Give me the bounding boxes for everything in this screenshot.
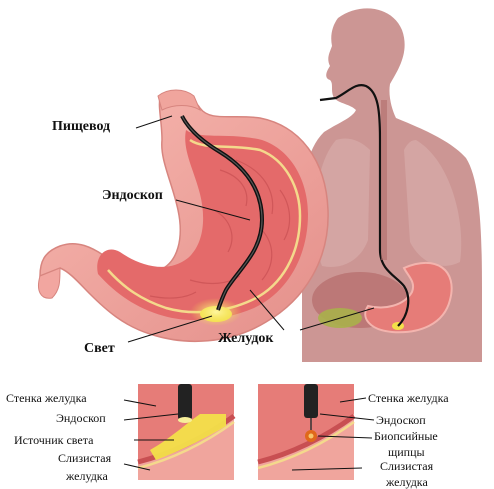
body-silhouette (302, 8, 482, 363)
main-leader-lines (127, 115, 375, 343)
inset-right-mucosa-label-2: желудка (386, 475, 428, 489)
inset-right-forceps-label-2: щипцы (388, 445, 425, 459)
label-esophagus: Пищевод (52, 119, 111, 134)
inset-left-wall-label: Стенка желудка (6, 391, 87, 405)
inset-left-light-source-label: Источник света (14, 433, 94, 447)
inset-right-mucosa-label-1: Слизистая (380, 459, 434, 473)
inset-right (257, 384, 356, 480)
inset-right-endoscope-label: Эндоскоп (376, 413, 426, 427)
inset-left (137, 384, 236, 480)
inset-right-wall-label: Стенка желудка (368, 391, 449, 405)
label-endoscope: Эндоскоп (102, 188, 163, 203)
stomach-cutaway (38, 89, 329, 343)
label-stomach: Желудок (218, 331, 274, 346)
inset-left-mucosa-label-2: желудка (66, 469, 108, 483)
label-light: Свет (84, 341, 115, 356)
inset-left-mucosa-label-1: Слизистая (58, 451, 112, 465)
inset-left-endoscope-label: Эндоскоп (56, 411, 106, 425)
inset-right-forceps-label-1: Биопсийные (374, 429, 438, 443)
inset-leader-lines (123, 397, 375, 471)
